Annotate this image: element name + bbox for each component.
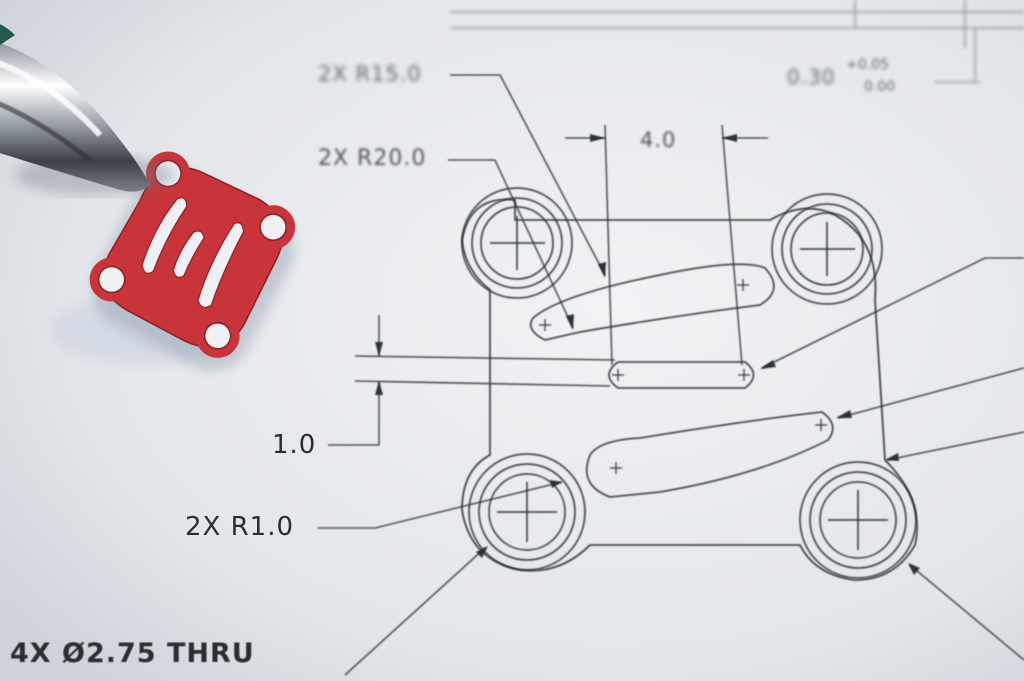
callout-r20: 2X R20.0 xyxy=(318,146,427,171)
mounting-holes xyxy=(461,187,917,579)
tolerance-upper: +0.05 xyxy=(846,57,889,73)
red-part xyxy=(89,151,296,371)
callout-r15: 2X R15.0 xyxy=(318,62,422,86)
slot-centers xyxy=(539,279,827,474)
title-block-lines xyxy=(450,0,1024,83)
tolerance-lower: 0.00 xyxy=(864,79,896,95)
callout-width: 4.0 xyxy=(640,128,677,152)
dimension-lines xyxy=(318,74,1024,676)
slots xyxy=(530,263,834,498)
tolerance-nominal: 0.30 xyxy=(787,65,836,89)
arrowheads xyxy=(375,134,920,575)
pen-tip xyxy=(0,24,175,195)
callout-slot-width: 1.0 xyxy=(272,430,317,460)
callout-r1: 2X R1.0 xyxy=(185,512,295,542)
part-outline xyxy=(461,198,918,581)
callout-holes: 4X Ø2.75 THRU xyxy=(10,638,255,669)
